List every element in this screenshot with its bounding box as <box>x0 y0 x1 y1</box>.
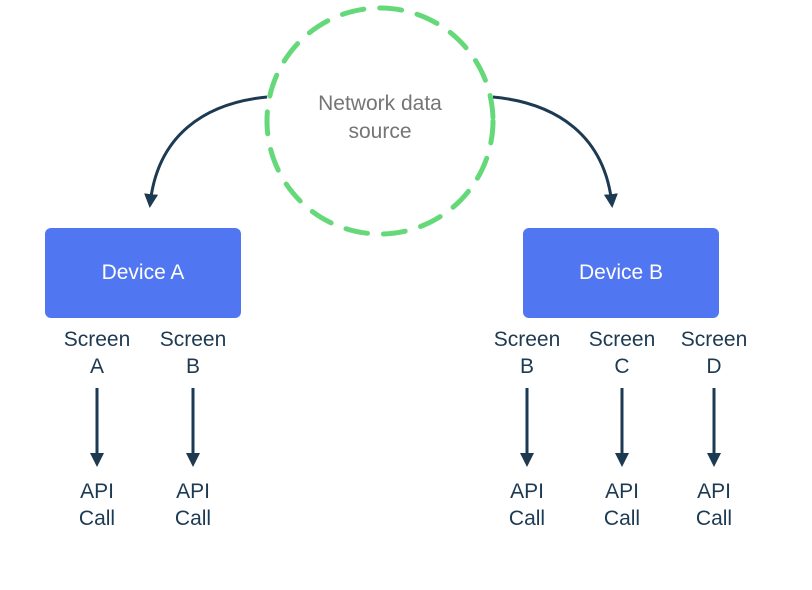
screen-b-right-word: Screen <box>493 328 561 351</box>
screen-c-letter: C <box>614 355 630 378</box>
screen-b-left-word: Screen <box>159 328 227 351</box>
device-b-box: Device B <box>523 228 719 318</box>
api-call-screen-c: API Call <box>572 478 672 532</box>
api-call-screen-b-right-line2: Call <box>508 507 546 530</box>
network-source-circle <box>264 5 496 237</box>
screen-a-word: Screen <box>63 328 131 351</box>
screen-a-label: Screen A <box>47 326 147 380</box>
api-call-screen-d: API Call <box>664 478 764 532</box>
screen-b-right-label: Screen B <box>477 326 577 380</box>
device-a-box: Device A <box>45 228 241 318</box>
api-call-screen-b-left-line1: API <box>176 480 210 503</box>
arrow-network-to-device-a <box>144 95 268 208</box>
api-call-screen-c-line2: Call <box>603 507 641 530</box>
screen-b-left-label: Screen B <box>143 326 243 380</box>
api-call-screen-c-line1: API <box>605 480 639 503</box>
network-source-line1: Network data <box>318 92 442 115</box>
arrow-network-to-device-b <box>492 95 618 208</box>
api-call-screen-d-line2: Call <box>695 507 733 530</box>
screen-a-letter: A <box>89 355 104 378</box>
api-call-screen-b-left: API Call <box>143 478 243 532</box>
api-call-screen-b-right: API Call <box>477 478 577 532</box>
api-call-screen-b-left-line2: Call <box>174 507 212 530</box>
api-call-screen-a: API Call <box>47 478 147 532</box>
network-source-line2: source <box>348 120 412 143</box>
device-b-label: Device B <box>578 261 664 284</box>
api-call-screen-d-line1: API <box>697 480 731 503</box>
api-call-screen-a-line1: API <box>80 480 114 503</box>
screen-c-word: Screen <box>588 328 656 351</box>
screen-b-left-letter: B <box>185 355 200 378</box>
screen-d-letter: D <box>706 355 722 378</box>
device-a-label: Device A <box>101 261 185 284</box>
screen-b-right-letter: B <box>519 355 534 378</box>
api-call-screen-a-line2: Call <box>78 507 116 530</box>
screen-c-label: Screen C <box>572 326 672 380</box>
network-source-label: Network data source <box>270 90 490 146</box>
screen-d-word: Screen <box>680 328 748 351</box>
screen-d-label: Screen D <box>664 326 764 380</box>
api-call-screen-b-right-line1: API <box>510 480 544 503</box>
